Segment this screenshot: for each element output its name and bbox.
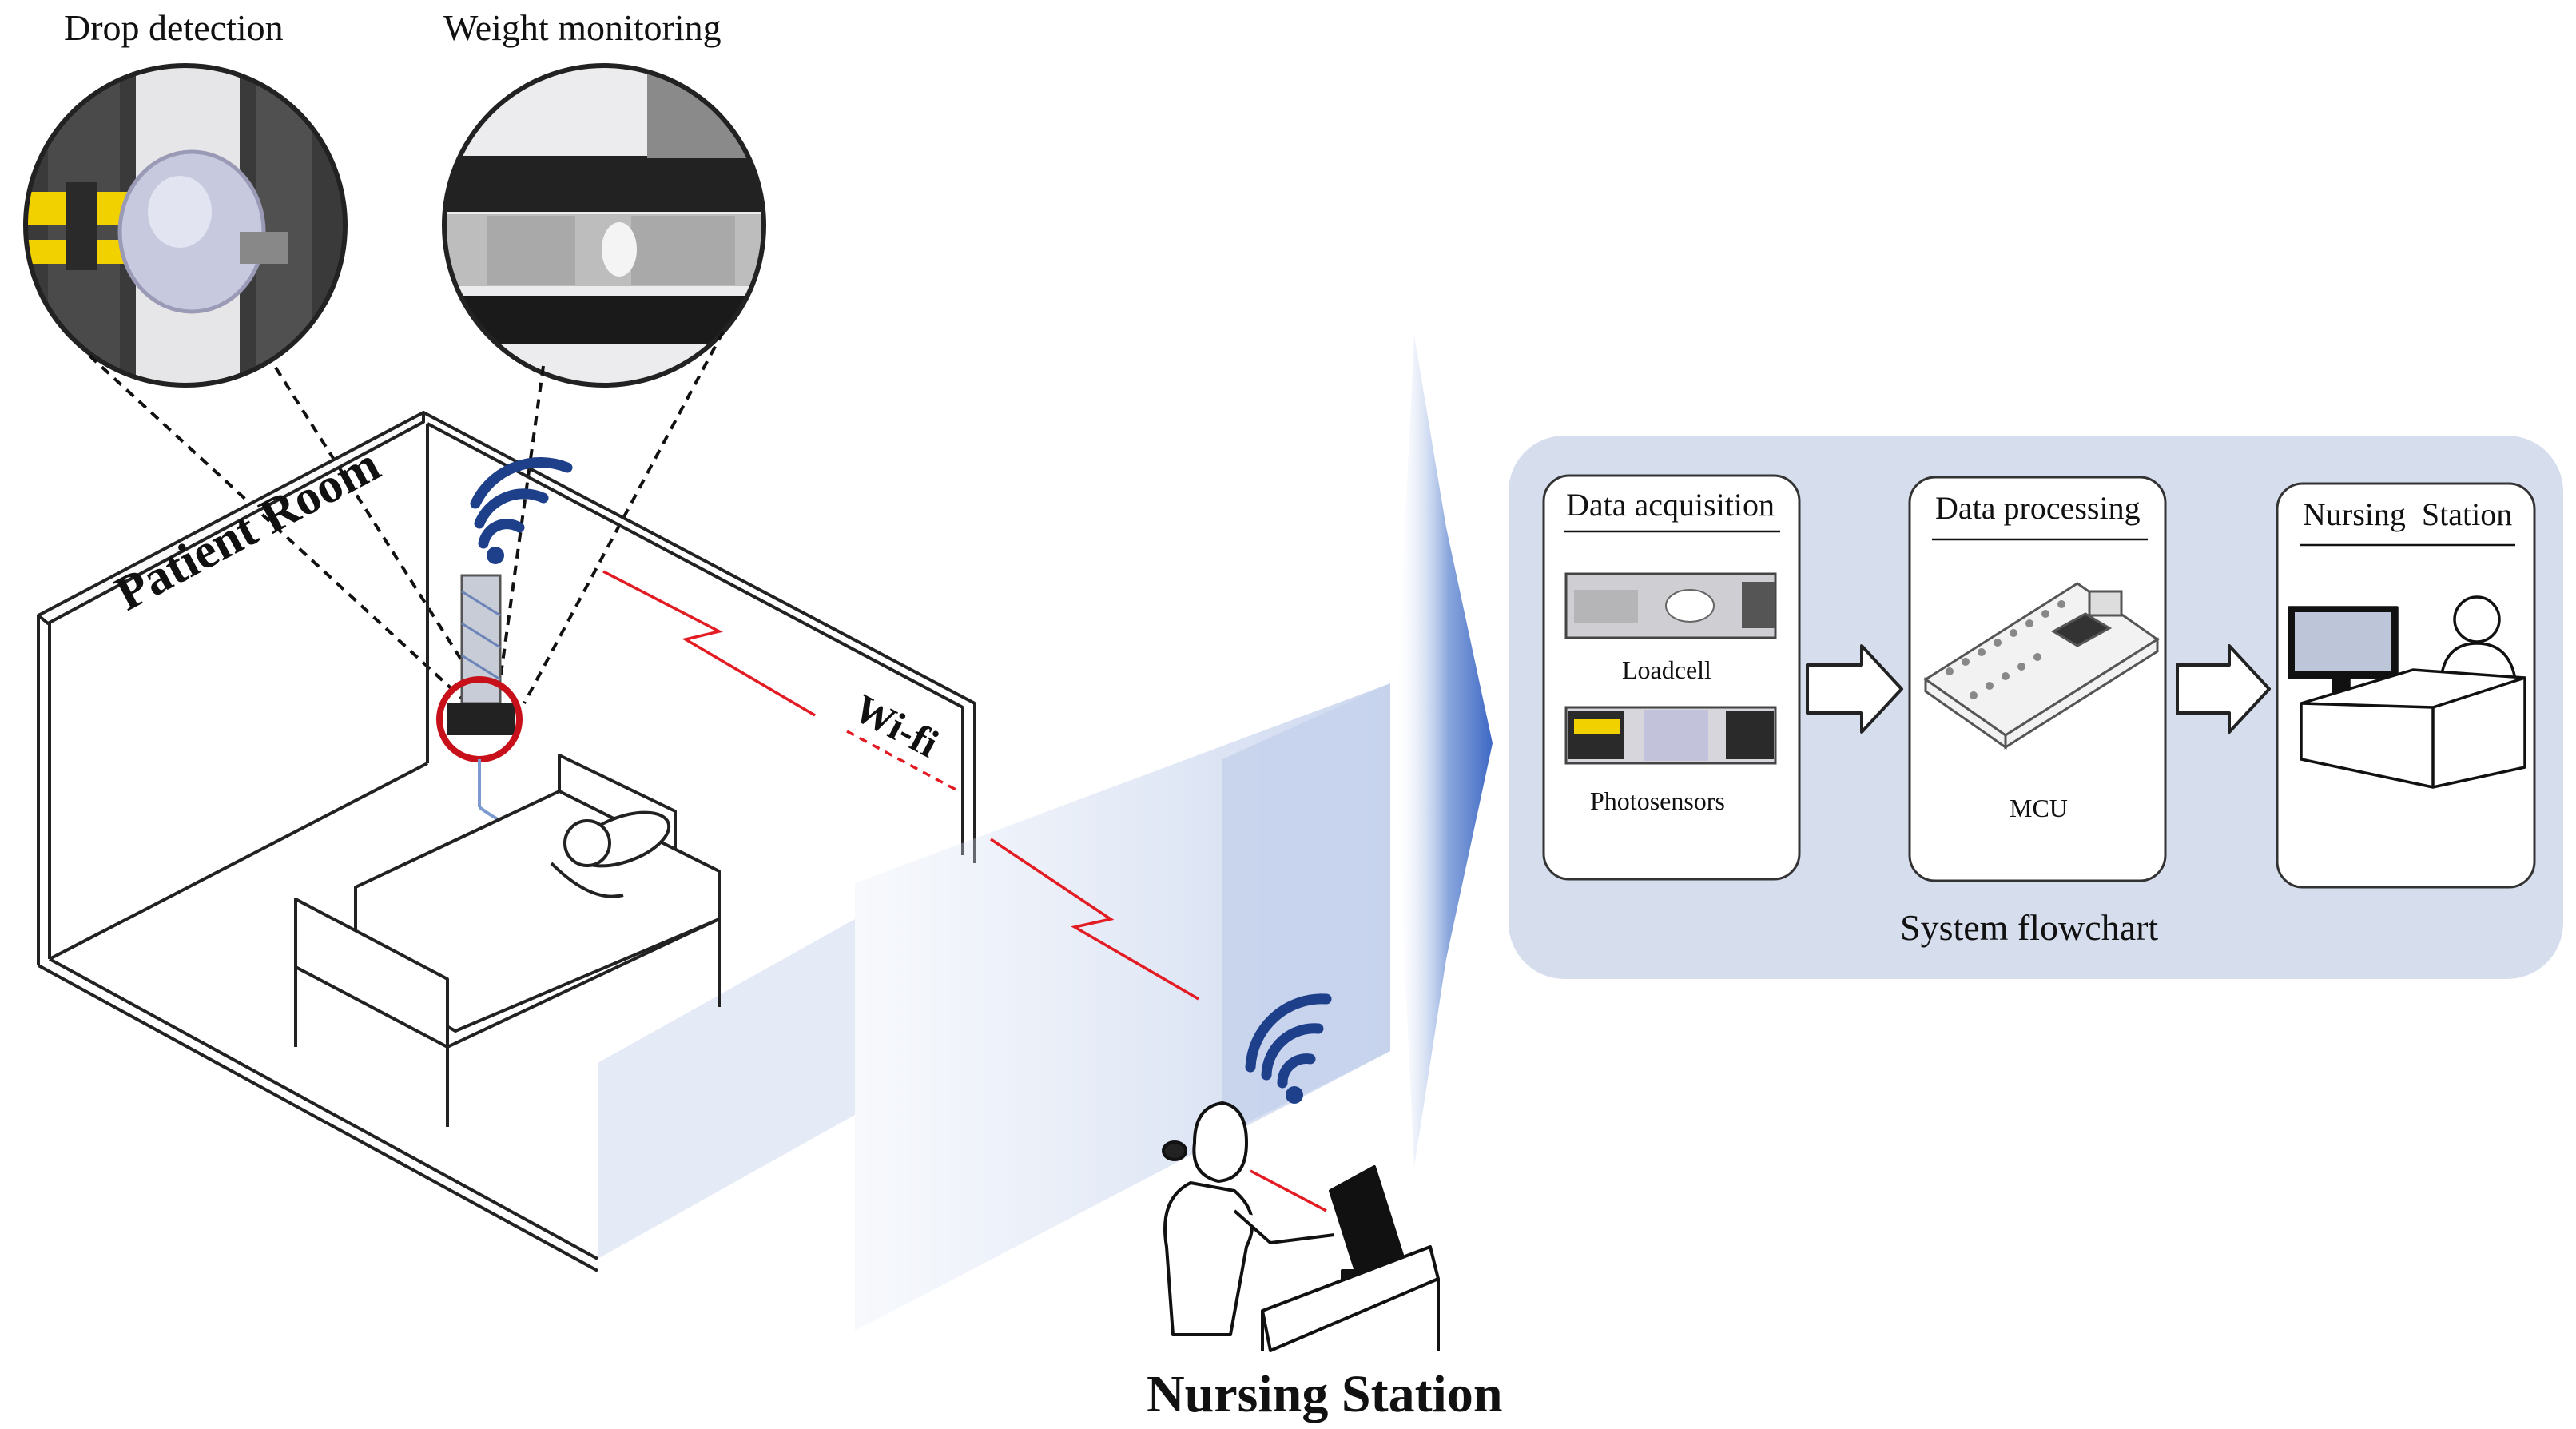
iv-drip-device [436,574,560,845]
card-data-processing-title: Data processing [1935,490,2141,526]
big-flow-arrow [1394,336,1493,1167]
nurse-at-station [1162,1101,1440,1352]
weight-monitoring-label: Weight monitoring [443,7,722,48]
loadcell-label: Loadcell [1622,655,1711,684]
drop-detection-label: Drop detection [64,7,284,48]
wifi-icon [470,457,573,564]
card-nursing-station [2276,482,2536,889]
wireless-signal-line [602,570,1327,1212]
wifi-icon [1245,993,1332,1104]
flowchart-caption: System flowchart [1900,907,2159,948]
drop-detection-lens [23,63,348,388]
card-data-acquisition-title: Data acquisition [1566,487,1775,523]
card-data-acquisition [1542,474,1801,881]
mcu-label: MCU [2010,794,2068,822]
patient-room [37,411,976,1272]
nursing-station-label: Nursing Station [1147,1365,1503,1423]
flow-arrow-1 [1806,644,1903,734]
hospital-bed [294,754,721,1127]
card-nursing-station-title: Nursing Station [2303,496,2513,532]
weight-monitoring-lens [442,63,766,388]
mcu-board-image [1923,582,2160,750]
card-data-processing [1908,476,2167,882]
nursing-station-illustration [2288,595,2526,789]
flow-arrow-2 [2176,644,2271,734]
photosensors-label: Photosensors [1590,786,1725,815]
